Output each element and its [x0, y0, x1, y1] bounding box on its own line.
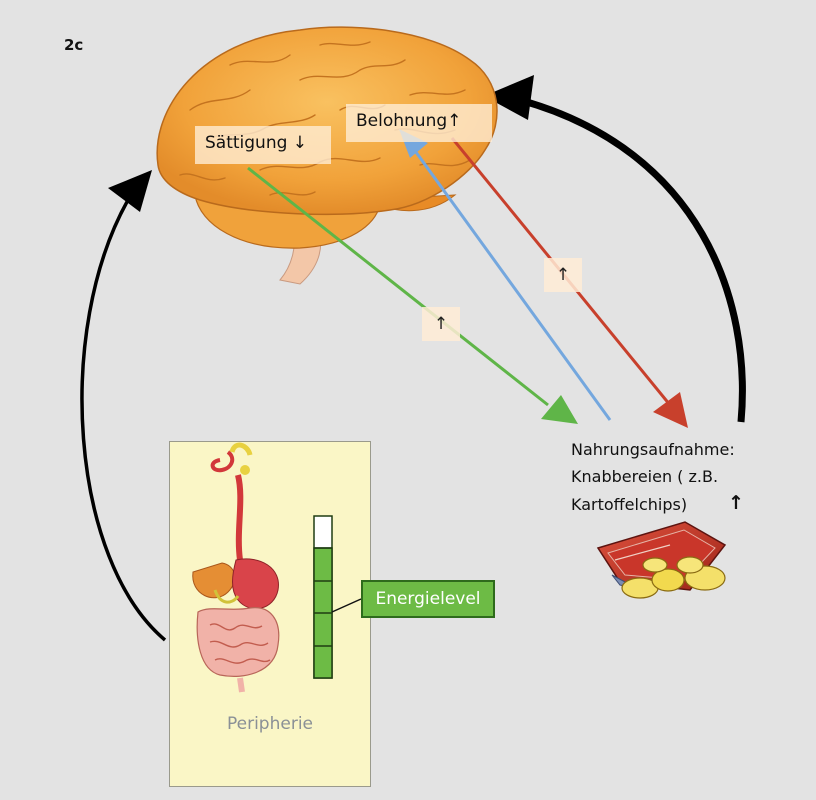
red-arrow-up-marker: ↑	[544, 258, 582, 292]
digestive-system-illustration	[192, 442, 280, 693]
food-intake-line-3: Kartoffelchips)	[571, 495, 688, 514]
reward-label-background	[346, 104, 492, 142]
energy-level-bar	[313, 515, 333, 679]
energy-level-label: Energielevel	[361, 580, 495, 618]
food-intake-line-1: Nahrungsaufnahme:	[571, 440, 735, 459]
satiety-signal-arrow	[247, 166, 578, 424]
satiety-label: Sättigung ↓	[205, 133, 308, 153]
feedback-arrow-right	[484, 75, 746, 423]
periphery-label: Peripherie	[226, 714, 313, 734]
green-arrow-up-marker: ↑	[422, 307, 460, 341]
chips-illustration	[596, 521, 727, 599]
food-intake-line-2: Knabbereien ( z.B.	[571, 467, 719, 486]
figure-id: 2c	[64, 36, 84, 54]
reward-label: Belohnung↑	[356, 111, 462, 131]
feedback-arrow-left	[80, 170, 167, 642]
energy-label-connector	[331, 598, 362, 613]
satiety-label-background	[195, 126, 331, 164]
food-intake-up-arrow: ↑	[728, 492, 744, 514]
